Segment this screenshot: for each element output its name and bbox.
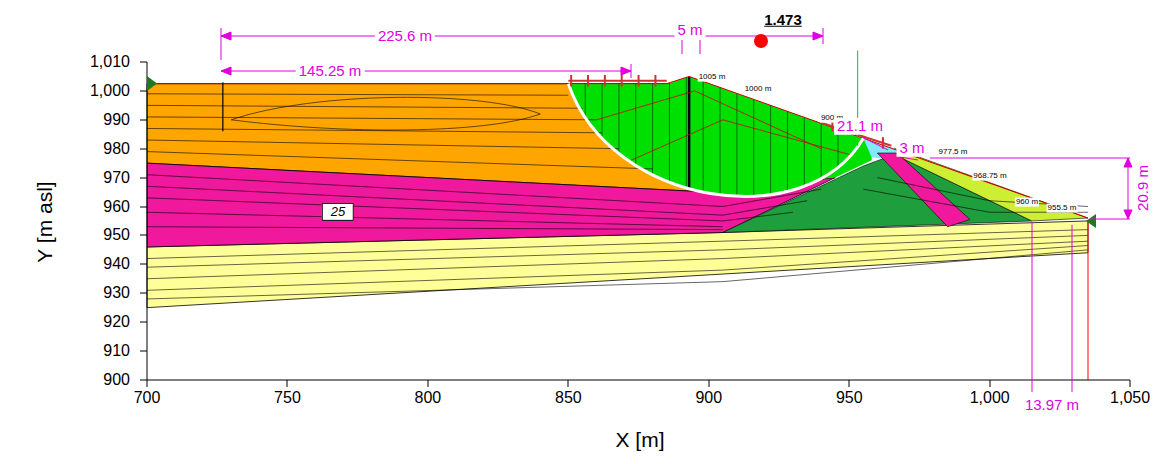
dimension: 20.9 m	[1135, 162, 1152, 214]
axis-tick: 970	[103, 169, 130, 187]
axis-tick: 900	[695, 389, 722, 407]
level-mark: 968.75 m	[972, 172, 1007, 181]
axis-tick: 900	[103, 371, 130, 389]
axis-tick: 1,010	[90, 53, 130, 71]
dimension: 3 m	[896, 140, 927, 157]
axis-tick: 940	[103, 256, 130, 274]
axis-tick: 1,000	[970, 389, 1010, 407]
level-mark: 1000 m	[744, 85, 773, 94]
axis-tick: 980	[103, 140, 130, 158]
axis-title: Y [m asl]	[33, 181, 56, 262]
level-mark: 955.5 m	[1047, 204, 1078, 213]
level-mark: 1005 m	[698, 73, 727, 82]
dimension: 225.6 m	[375, 28, 435, 45]
dimension: 13.97 m	[1022, 397, 1082, 414]
dimension: 145.25 m	[296, 63, 365, 80]
material-number: 25	[322, 203, 354, 221]
dimension: 21.1 m	[834, 118, 886, 135]
axis-tick: 750	[274, 389, 301, 407]
axis-tick: 950	[103, 227, 130, 245]
axis-tick: 930	[103, 284, 130, 302]
safety-factor: 1.473	[764, 12, 802, 29]
axis-tick: 990	[103, 111, 130, 129]
axis-tick: 800	[415, 389, 442, 407]
dimension: 5 m	[674, 22, 705, 39]
axis-title: X [m]	[615, 428, 664, 451]
axis-tick: 910	[103, 342, 130, 360]
level-mark: 960 m	[1015, 198, 1039, 207]
axis-tick: 960	[103, 198, 130, 216]
axis-tick: 950	[836, 389, 863, 407]
axis-tick: 850	[555, 389, 582, 407]
axis-tick: 1,000	[90, 82, 130, 100]
axis-tick: 700	[134, 389, 161, 407]
axis-tick: 1,050	[1110, 389, 1150, 407]
level-mark: 977.5 m	[938, 148, 969, 157]
axis-tick: 920	[103, 313, 130, 331]
